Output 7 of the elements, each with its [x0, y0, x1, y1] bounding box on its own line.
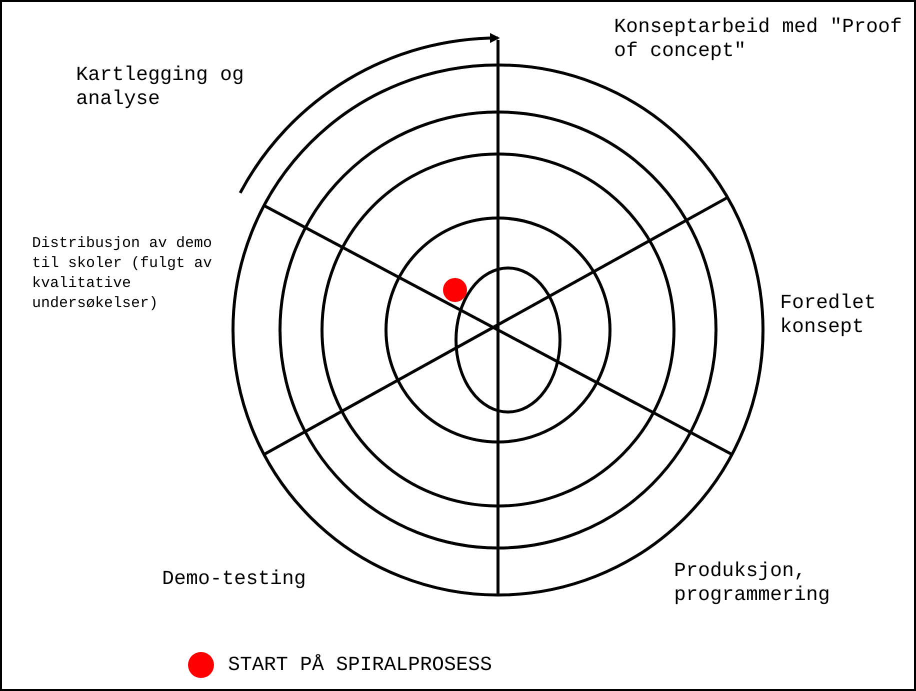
- sector-label: Konseptarbeid med "Proof of concept": [614, 16, 904, 64]
- sector-label: Foredlet konsept: [780, 292, 878, 340]
- sector-label: Kartlegging og analyse: [76, 64, 246, 112]
- sector-label: Distribusjon av demo til skoler (fulgt av kvalitative undersøkelser): [32, 234, 214, 314]
- sector-label: Demo-testing: [162, 568, 308, 592]
- legend-label: START PÅ SPIRALPROSESS: [228, 654, 492, 678]
- sector-label: Produksjon, programmering: [674, 560, 832, 608]
